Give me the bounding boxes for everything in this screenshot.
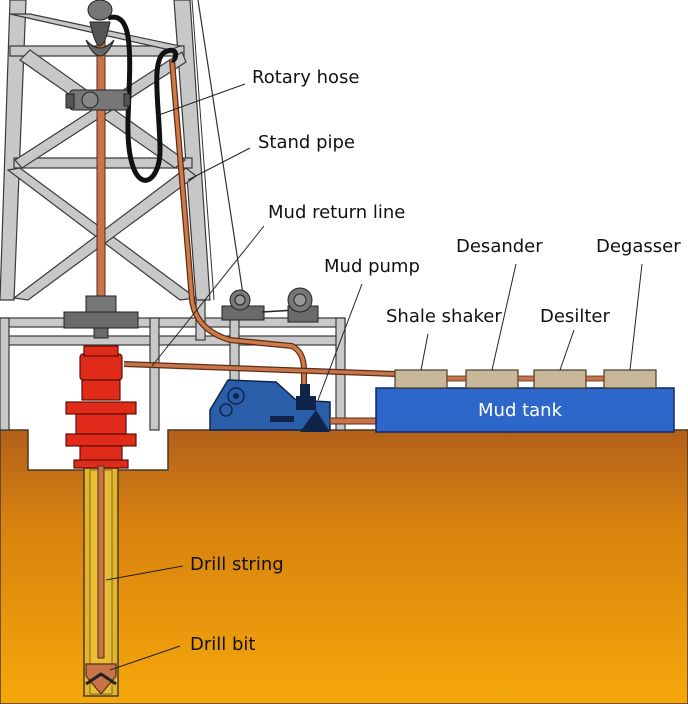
swivel bbox=[65, 89, 131, 111]
label-mud-return-line: Mud return line bbox=[268, 202, 405, 223]
rotary-hose bbox=[107, 14, 179, 183]
label-mud-tank: Mud tank bbox=[478, 400, 563, 421]
mud-tank bbox=[375, 387, 675, 433]
label-drill-bit: Drill bit bbox=[190, 634, 255, 655]
ground bbox=[0, 429, 688, 704]
label-degasser: Degasser bbox=[596, 236, 681, 257]
degasser-unit bbox=[603, 369, 657, 389]
traveling-block bbox=[85, 0, 115, 57]
label-desander: Desander bbox=[456, 236, 543, 257]
drawworks bbox=[221, 287, 319, 323]
label-desilter: Desilter bbox=[540, 306, 610, 327]
label-drill-string: Drill string bbox=[190, 554, 284, 575]
rotary-table bbox=[63, 295, 139, 339]
label-stand-pipe: Stand pipe bbox=[258, 132, 355, 153]
leader-lines bbox=[105, 83, 643, 671]
drill-string bbox=[97, 465, 105, 659]
kelly-pipe bbox=[96, 39, 106, 303]
label-shale-shaker: Shale shaker bbox=[386, 306, 502, 327]
separator-units bbox=[394, 369, 657, 389]
drill-bit bbox=[85, 663, 117, 695]
desander-unit bbox=[465, 369, 519, 389]
label-rotary-hose: Rotary hose bbox=[252, 67, 359, 88]
label-mud-pump: Mud pump bbox=[324, 256, 420, 277]
desilter-unit bbox=[533, 369, 587, 389]
shale-shaker-unit bbox=[394, 369, 448, 389]
mud-pump bbox=[209, 379, 331, 432]
blowout-preventer bbox=[65, 345, 137, 469]
